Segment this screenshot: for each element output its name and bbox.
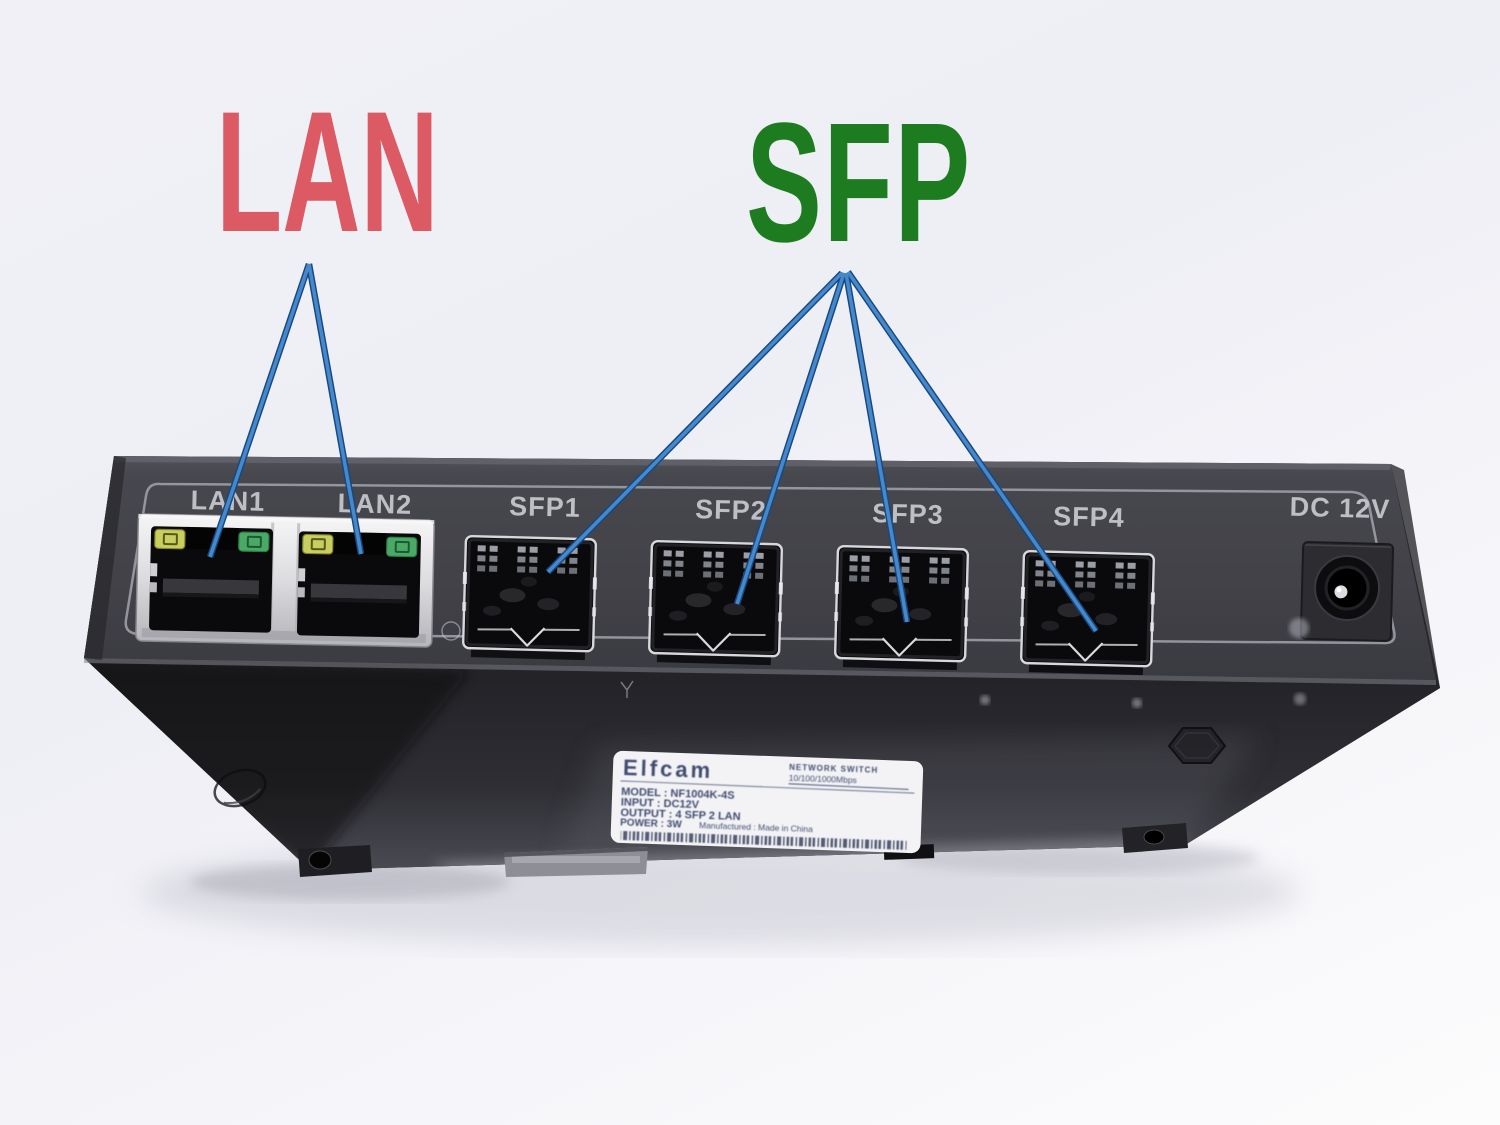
sticker-model: MODEL : NF1004K-4S (621, 786, 735, 802)
sticker-input: INPUT : DC12V (621, 796, 700, 811)
panel-border-engraving (124, 482, 1396, 645)
rj45-contacts (162, 578, 260, 595)
lan2-green-led (385, 536, 418, 558)
screw-boss-right (1167, 727, 1227, 764)
sticker-barcode (620, 830, 907, 850)
lan2-port (296, 531, 421, 638)
panel-dot (1132, 698, 1142, 708)
sticker-background (610, 750, 924, 854)
sfp1-arrow (546, 271, 844, 574)
sticker-power: POWER : 3W (620, 817, 683, 830)
sticker-output: OUTPUT : 4 SFP 2 LAN (620, 807, 741, 823)
mounting-tab-3 (1122, 823, 1188, 853)
sticker-speed: 10/100/1000Mbps (789, 773, 857, 785)
lan1-arrow (208, 263, 311, 558)
rj45-contacts (310, 583, 407, 600)
sfp3-label: SFP3 (872, 498, 944, 530)
sfp2-port (647, 541, 784, 665)
sfp4-label: SFP4 (1053, 501, 1125, 533)
panel-dot (980, 695, 990, 705)
lan-port-block (135, 513, 435, 648)
sfp-heading: SFP (746, 88, 972, 278)
panel-dot (1294, 693, 1306, 705)
panel-bottom-chamfer (84, 658, 1436, 685)
mounting-tab-1 (298, 845, 372, 877)
sticker-brand: Elfcam (623, 755, 714, 783)
lan1-yellow-led (153, 528, 187, 550)
panel-top-chamfer (114, 456, 1391, 470)
sfp4-arrow (846, 270, 1098, 633)
panel-left-shade (84, 456, 126, 660)
panel-right-side (1391, 464, 1440, 688)
sticker-product: NETWORK SWITCH (789, 763, 878, 775)
panel-smudge (1289, 618, 1309, 638)
sticker-origin: Manufactured : Made in China (699, 820, 813, 834)
lan2-yellow-led (301, 533, 334, 555)
sfp2-label: SFP2 (695, 494, 767, 526)
lan1-port (149, 526, 274, 633)
sfp3-arrow (844, 272, 909, 623)
lan-heading: LAN (216, 76, 439, 268)
device-shadow-left (190, 864, 510, 900)
sfp-arrows (545, 270, 1099, 633)
sfp2-arrow (735, 272, 846, 605)
dc-power-label: DC 12V (1289, 492, 1390, 525)
sfp1-port (461, 536, 598, 660)
mounting-tab-2 (504, 847, 648, 877)
lan-arrows (206, 262, 365, 559)
panel-mark (441, 621, 461, 641)
lan1-green-led (237, 531, 271, 553)
dc-power-jack (1299, 540, 1395, 643)
screw-boss-left (213, 768, 267, 808)
panel-scratch (620, 680, 634, 698)
sfp1-label: SFP1 (509, 491, 581, 523)
info-sticker: Elfcam NETWORK SWITCH 10/100/1000Mbps MO… (610, 750, 924, 854)
lan2-arrow (307, 263, 363, 555)
